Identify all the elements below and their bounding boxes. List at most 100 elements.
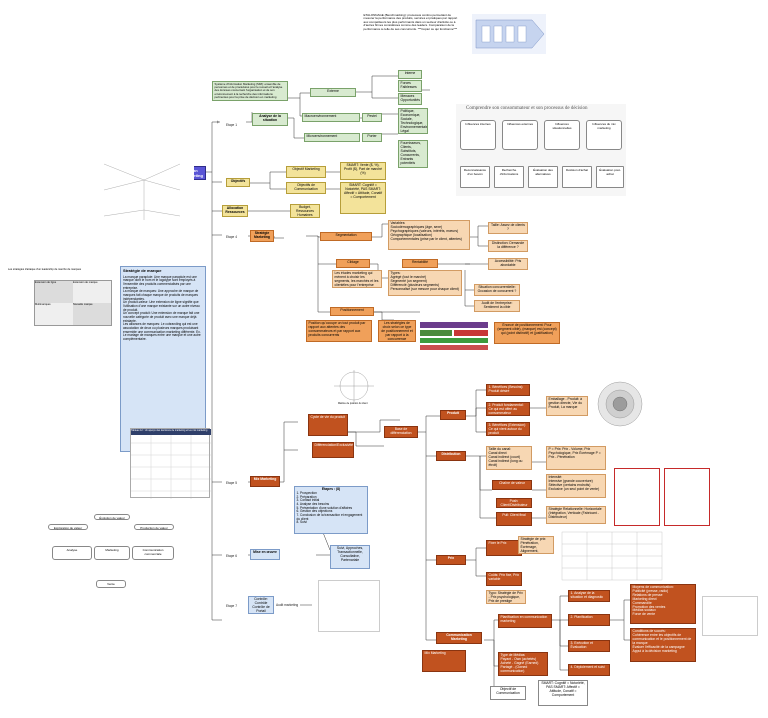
product-levels-diagram — [592, 378, 648, 430]
fixer-prix-node[interactable]: Fixer le Prix — [486, 540, 522, 556]
emballage-node[interactable]: Emballage - Produit: à gestion directe, … — [546, 396, 588, 416]
decision-table-grid — [131, 435, 211, 499]
enonce-positionnement-node[interactable]: Énoncé de positionnement: Pour (segment … — [494, 322, 560, 344]
controle-node[interactable]: Contrôle: Contrôle Contrôle de Portail — [248, 596, 274, 614]
positionnement-node[interactable]: Positionnement — [330, 307, 374, 316]
decision-table: Tableau 12 : Un aperçu des décisions de … — [130, 428, 211, 499]
brand-matrix-title: Les stratégies d'attaque d'un leadership… — [8, 268, 82, 271]
macroenvironnement-node[interactable]: Macroenvironnement — [302, 113, 360, 122]
smart-communication-final-node[interactable]: SMART: Cognitif = Notoriété, PAS SMART: … — [538, 680, 588, 706]
chaine-valeur-node[interactable]: Chaîne de valeur — [492, 480, 532, 490]
planification-step-node[interactable]: 2. Planification — [568, 614, 610, 626]
conditions-succes-node[interactable]: Conditions de succès: Cohérence entre le… — [630, 628, 696, 662]
taille-canal-node[interactable]: Taille du canal: Canal direct Canal indi… — [486, 446, 532, 470]
mise-en-oeuvre-node[interactable]: Mise en œuvre — [250, 549, 280, 560]
brand-strategy-panel: Stratégie de marque La marque parapluie:… — [120, 266, 206, 452]
menaces-opportunites-node[interactable]: Menaces Opportunités — [398, 93, 422, 105]
ciblage-node[interactable]: Ciblage — [336, 259, 370, 268]
pricing-rules-graphic — [614, 468, 660, 526]
position-strategies-node[interactable]: Les stratégies de choix selon ce type de… — [378, 320, 416, 342]
base-differenciation-node[interactable]: Base de différenciation — [384, 426, 418, 438]
benchmarking-note: ETALONNAGE (Benchmarking): processus con… — [362, 13, 464, 53]
objectif-communication-node[interactable]: Objectifs de Communication — [286, 182, 326, 194]
brand-matrix: Les stratégies d'attaque d'un leadership… — [8, 268, 112, 326]
taille-node[interactable]: Taille: Assez de clients ? — [488, 222, 528, 234]
position-map-graphic — [334, 370, 374, 402]
typo-node[interactable]: Typo: Stratégie de Prix - Prix psycholog… — [486, 590, 526, 604]
produit-fondamental-node[interactable]: 2. Produit fondamental: Ce qui est offer… — [486, 402, 530, 416]
product-circles — [597, 381, 643, 427]
allocation-ressources-node[interactable]: Allocation Ressources — [222, 205, 248, 217]
variables-node[interactable]: Variables: Sociodémographiques (âge, sex… — [388, 220, 470, 250]
strategie-relationnelle-node[interactable]: Stratégie Relationnelle: Horizontale (In… — [546, 506, 606, 524]
pestel-detail-node[interactable]: Politique, Economique, Sociale, Technolo… — [398, 108, 428, 134]
stage-5: Évaluation post-achat — [596, 166, 624, 188]
prix-cout-node[interactable]: Coûts: Prix fixe, Prix variable — [486, 572, 522, 586]
sim-node[interactable]: Système d'Information Marketing (SIM): e… — [212, 81, 288, 101]
moyens-comm-node[interactable]: Moyens de communication: Publicité (pres… — [630, 584, 696, 624]
stepped-pricing-node[interactable]: Stratégie de prix: Pénétration, Écrémage… — [518, 536, 554, 554]
etudes-node[interactable]: Les études marketing qui mènent à choisi… — [332, 270, 382, 288]
audit-diagram — [318, 580, 380, 632]
etapes-vente-node[interactable]: Étapes : (8) 1. Prospection 2. Préparati… — [294, 486, 368, 534]
pp-list-node[interactable]: P = Prix: Prix - Volume, Prix Psychologi… — [546, 446, 606, 470]
objectifs-node[interactable]: Objectifs — [226, 178, 250, 187]
deploiement-node[interactable]: 4. Déploiement et suivi — [568, 664, 610, 676]
matrix-cell-3: Multimarques — [35, 303, 73, 325]
communication-node[interactable]: Communication Marketing — [436, 632, 482, 644]
decision-process-panel: Comprendre son consommateur et son proce… — [456, 104, 626, 196]
produit-node[interactable]: Produit — [440, 410, 466, 420]
produit-benefices-node[interactable]: 1. Bénéfices (Besoins): Produit désiré — [486, 384, 530, 396]
distinction-node[interactable]: Distinction: Demande la différence ? — [488, 240, 528, 252]
step-label-1: Etape 1 — [226, 123, 237, 127]
differenciation-node[interactable]: Différenciation/Exclusivité — [312, 442, 354, 458]
push-node[interactable]: Push: Client/Distributeur — [496, 498, 532, 508]
influence-internes: Influences internes — [460, 120, 496, 150]
analyse-situation-node[interactable]: Analyse de la situation — [252, 113, 288, 126]
analyse-situation-comm-node[interactable]: 1. Analyse de la situation et diagnostic — [568, 590, 610, 602]
distribution-node[interactable]: Distribution — [436, 451, 466, 461]
cycle-vie-node[interactable]: Cycle de vie du produit — [308, 414, 348, 436]
audit-marketing-label: Audit marketing — [276, 603, 299, 607]
situation-concurrentielle-node[interactable]: Situation concurrentielle: Occasion de c… — [474, 284, 520, 296]
interne-node[interactable]: Interne — [398, 70, 422, 79]
smart-marketing-node[interactable]: SMART: Vente ($, %), Profit ($), Part de… — [340, 162, 386, 180]
rentabilite-node[interactable]: Rentabilité — [402, 259, 438, 268]
objectif-marketing-node[interactable]: Objectif Marketing — [286, 166, 326, 178]
externe-node[interactable]: Externe — [310, 88, 356, 97]
smart-communication-node[interactable]: SMART: Cognitif = Notoriété, PAS SMART: … — [340, 182, 386, 214]
produit-extension-node[interactable]: 3. Bénéfices (Extension): Ce qui vient a… — [486, 422, 530, 436]
porter-detail-node[interactable]: Fournisseurs, Clients, Substituts, Concu… — [398, 140, 428, 168]
matrix-cell-1: Extension de ligne — [35, 281, 73, 303]
pestel-node[interactable]: Pestel — [362, 113, 382, 122]
prix-node[interactable]: Prix — [436, 555, 466, 565]
audit-entreprise-node[interactable]: Audit de l'entreprise: Sentiment la cibl… — [474, 300, 520, 312]
type-medias-node[interactable]: Type de Médias: Payant - Own (achetés) A… — [498, 652, 548, 676]
value-analyse: Analyse — [52, 546, 92, 560]
comm-note-node[interactable]: Mix Marketing — [422, 650, 466, 672]
execution-node[interactable]: 3. Exécution et Évaluation — [568, 640, 610, 652]
suivi-approches-node[interactable]: Suivi, Approches, Transactionnelle, Cons… — [330, 545, 370, 569]
value-evo: Évolution de valeur — [94, 514, 130, 520]
forces-faiblesses-node[interactable]: Forces Faiblesses — [398, 80, 422, 92]
types-ciblage-node[interactable]: Types: Agrégé (tout le marché) Segmenté … — [388, 270, 462, 296]
planification-comm-node[interactable]: Planification en communication marketing — [498, 614, 552, 628]
segmentation-node[interactable]: Segmentation — [320, 232, 372, 241]
mix-marketing-node[interactable]: Mix Marketing — [250, 476, 280, 487]
intensite-node[interactable]: Intensité: Intensive (grande couverture)… — [546, 474, 606, 498]
pull-node[interactable]: Pull: Client final — [496, 512, 532, 526]
benchmark-arrow-graphic — [475, 19, 545, 49]
value-comm: Communication commerciale — [132, 546, 174, 560]
budget-node[interactable]: Budget, Ressources Humaines — [290, 204, 320, 218]
objectif-communication-final-node[interactable]: Objectif de Communication — [490, 686, 526, 700]
microenvironnement-node[interactable]: Microenvironnement — [304, 133, 360, 142]
influence-externes: Influences externes — [502, 120, 538, 150]
value-marketing: Marketing — [94, 546, 130, 560]
strategie-marketing-node[interactable]: Stratégie Marketing — [250, 230, 274, 242]
porter-node[interactable]: Porter — [362, 133, 382, 142]
position-description-node[interactable]: Position qu'occupe un tout produit par r… — [306, 320, 372, 342]
decision-table-title: Tableau 12 : Un aperçu des décisions de … — [131, 429, 211, 435]
matrix-cell-2: Extension de marque — [73, 281, 111, 303]
accessibilite-node[interactable]: Accessibilité: Pris abordable — [488, 258, 528, 270]
side-note-comm — [702, 596, 758, 636]
